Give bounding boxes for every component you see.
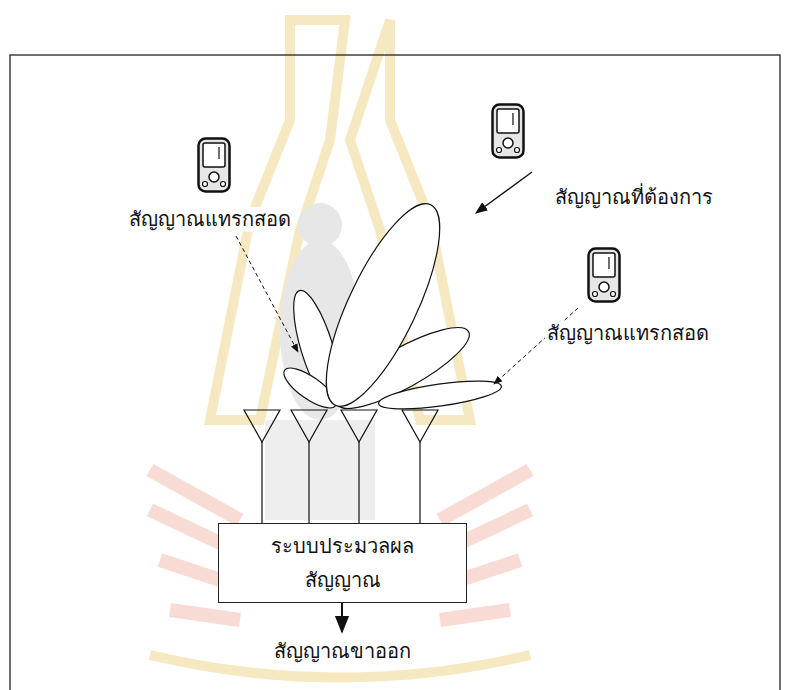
interferer-phone (589, 249, 620, 302)
desired-phone (493, 105, 524, 158)
signal-label: สัญญาณที่ต้องการ (553, 185, 715, 210)
watermark-logo (150, 20, 530, 678)
output-label: สัญญาณขาออก (272, 639, 413, 664)
interference-arrow (494, 308, 578, 384)
interferer-phone (199, 139, 230, 192)
antenna-array (244, 410, 438, 524)
beam-pattern (278, 190, 503, 422)
signal-label: สัญญาณแทรกสอด (545, 321, 711, 346)
process-box: ระบบประมวลผล สัญญาณ (218, 523, 467, 603)
output-arrow (341, 603, 343, 632)
desired-arrow (476, 172, 532, 213)
box-label: ระบบประมวลผล สัญญาณ (235, 529, 450, 597)
signal-label: สัญญาณแทรกสอด (127, 207, 293, 232)
interference-arrow (236, 236, 298, 352)
frame (10, 55, 780, 690)
